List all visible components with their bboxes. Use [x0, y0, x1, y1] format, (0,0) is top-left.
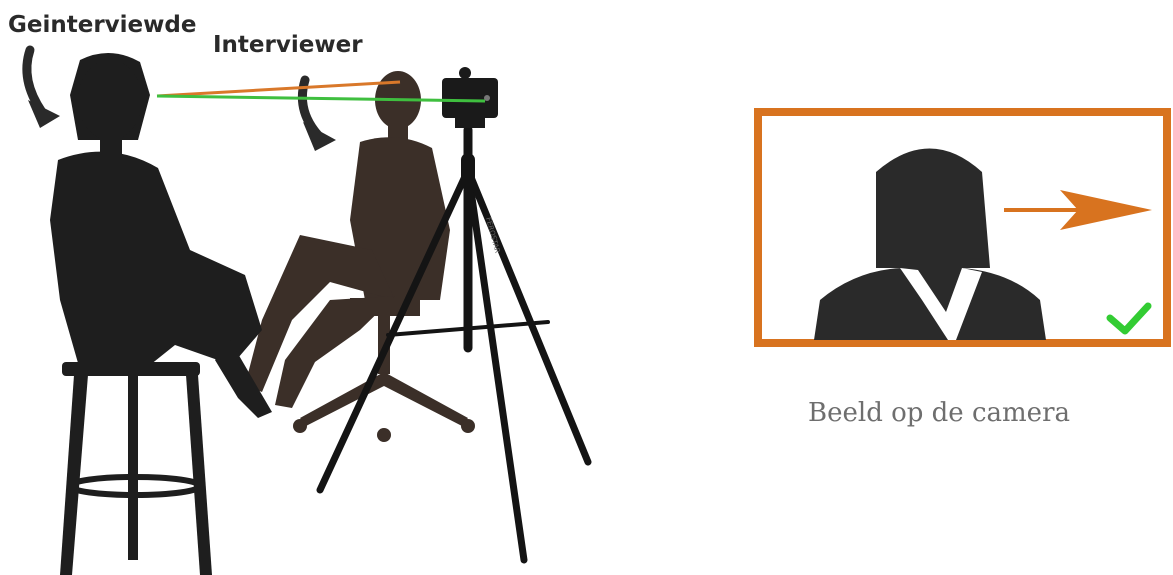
- interviewee-gaze-line: [157, 96, 485, 101]
- interviewee-label: Geinterviewde: [8, 12, 196, 38]
- camera-brand-text: FEROSTAR: [484, 216, 501, 254]
- interviewer-silhouette: [245, 71, 475, 442]
- interviewer-sight-line: [157, 82, 400, 96]
- curved-arrow-icon: [302, 80, 336, 151]
- curved-arrow-icon: [27, 50, 60, 128]
- camera-icon: [442, 67, 498, 128]
- interviewee-silhouette: [50, 53, 272, 575]
- interviewer-label: Interviewer: [213, 32, 363, 58]
- camera-view-caption: Beeld op de camera: [808, 398, 1070, 428]
